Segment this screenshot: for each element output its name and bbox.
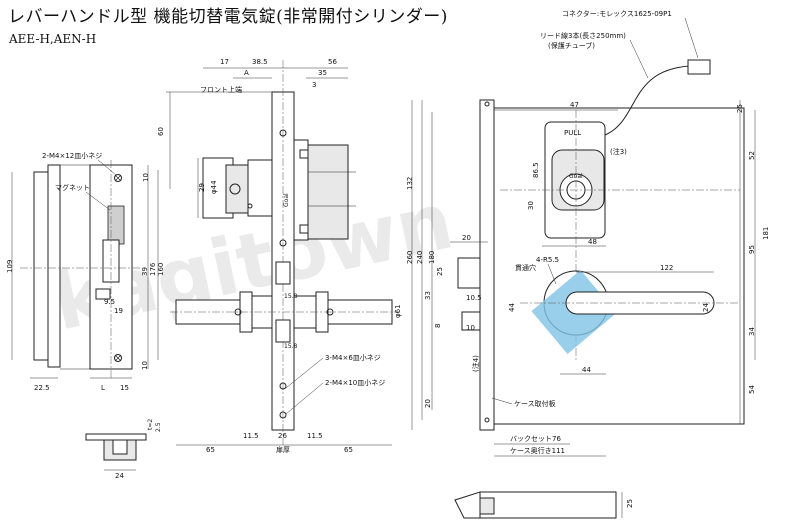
- dim-44-handle: 44: [508, 303, 516, 312]
- dim-38-5: 38.5: [252, 58, 268, 66]
- label-tube: (保護チューブ): [548, 41, 595, 50]
- dim-19: 19: [114, 307, 123, 315]
- dim-11-5-b: 11.5: [307, 432, 323, 440]
- dim-122: 122: [660, 264, 673, 272]
- dim-22-5: 22.5: [34, 384, 50, 392]
- dim-60: 60: [157, 127, 165, 136]
- dim-17: 17: [220, 58, 229, 66]
- dim-56: 56: [328, 58, 337, 66]
- dim-95-right: 95: [748, 245, 756, 254]
- page-title: レバーハンドル型 機能切替電気錠(非常開付シリンダー): [8, 7, 448, 27]
- dim-33: 33: [424, 291, 432, 300]
- dim-260: 260: [406, 251, 414, 264]
- dim-25-strike: 25: [626, 499, 634, 508]
- label-backset: バックセット76: [510, 435, 561, 443]
- dim-240: 240: [416, 251, 424, 264]
- label-pull: PULL: [564, 129, 581, 137]
- dim-34: 34: [748, 327, 756, 336]
- label-hole-spec: 4-R5.5: [536, 256, 559, 264]
- side-brand: Goal: [283, 193, 290, 207]
- dim-8: 8: [434, 324, 442, 328]
- label-case-plate: ケース取付板: [514, 399, 556, 408]
- side-section-view: Goal 17 38.5 A 56 35 3 フロント上端 60 29 φ44 …: [157, 58, 402, 454]
- dim-10-c: 10: [466, 324, 475, 332]
- dim-25-latch: 25: [436, 267, 444, 276]
- label-front-top: フロント上端: [200, 85, 242, 94]
- dim-25-right: 25: [736, 104, 744, 113]
- dim-10-5: 10.5: [466, 294, 482, 302]
- dim-181: 181: [762, 227, 770, 240]
- label-case-depth: ケース奥行き111: [510, 446, 565, 455]
- dim-15: 15: [120, 384, 129, 392]
- dim-52: 52: [748, 151, 756, 160]
- dim-phi44: φ44: [210, 180, 218, 194]
- dim-180: 180: [428, 251, 436, 264]
- label-magnet: マグネット: [55, 183, 90, 192]
- model-subtitle: AEE-H,AEN-H: [9, 32, 97, 46]
- dim-11-5-a: 11.5: [243, 432, 259, 440]
- dim-24: 24: [115, 472, 124, 480]
- label-through-hole: 貫通穴: [515, 263, 536, 272]
- label-lead-wire: リード線3本(長さ250mm): [540, 31, 626, 40]
- dim-9-5: 9.5: [104, 298, 115, 306]
- dim-t2: t=2: [147, 419, 154, 430]
- dim-26: 26: [278, 432, 287, 440]
- dim-A: A: [244, 69, 249, 77]
- front-plate-view: 109 22.5 L 15 10 39 176 160 10 9.5 19 2-…: [6, 151, 165, 392]
- dim-65-b: 65: [344, 446, 353, 454]
- note-4: (注4): [471, 355, 480, 372]
- dim-phi61: φ61: [394, 304, 402, 318]
- case-elevation-view: PULL Goal 47 48 30 86.5 132 260 240 180: [406, 9, 770, 457]
- dim-44-bottom: 44: [582, 366, 591, 374]
- dim-86-5: 86.5: [532, 162, 540, 178]
- dim-3: 3: [312, 81, 316, 89]
- dim-176: 176: [149, 262, 157, 276]
- dim-160: 160: [157, 263, 165, 276]
- dim-29: 29: [198, 183, 206, 192]
- plate-section-view: 24 t=2 2.5: [85, 419, 162, 480]
- strike-section-view: 25: [454, 491, 634, 519]
- label-screw-front: 2-M4×12皿小ネジ: [42, 151, 102, 160]
- dim-35: 35: [318, 69, 327, 77]
- label-screw-low: 2-M4×10皿小ネジ: [325, 378, 385, 387]
- lead-wire: [604, 65, 691, 136]
- label-connector: コネクター:モレックス1625-09P1: [562, 9, 672, 18]
- dim-15-8-a: 15.8: [284, 293, 298, 300]
- dim-24-handle: 24: [702, 303, 710, 312]
- dim-132: 132: [406, 177, 414, 190]
- dim-109: 109: [6, 260, 14, 273]
- dim-15-8-b: 15.8: [284, 343, 298, 350]
- dim-65-a: 65: [206, 446, 215, 454]
- label-door-thickness: 扉厚: [276, 445, 290, 454]
- dim-10-a: 10: [142, 173, 150, 182]
- dim-39: 39: [141, 267, 149, 276]
- dim-L: L: [101, 384, 105, 392]
- dim-30: 30: [527, 201, 535, 210]
- dim-54: 54: [748, 385, 756, 394]
- dim-2-5: 2.5: [155, 422, 162, 432]
- dim-20-b: 20: [424, 399, 432, 408]
- note-3: (注3): [610, 147, 627, 156]
- dim-20: 20: [462, 234, 471, 242]
- label-screw-mid: 3-M4×6皿小ネジ: [325, 353, 381, 362]
- dim-48: 48: [588, 238, 597, 246]
- dim-10-b: 10: [141, 361, 149, 370]
- dim-47: 47: [570, 101, 579, 109]
